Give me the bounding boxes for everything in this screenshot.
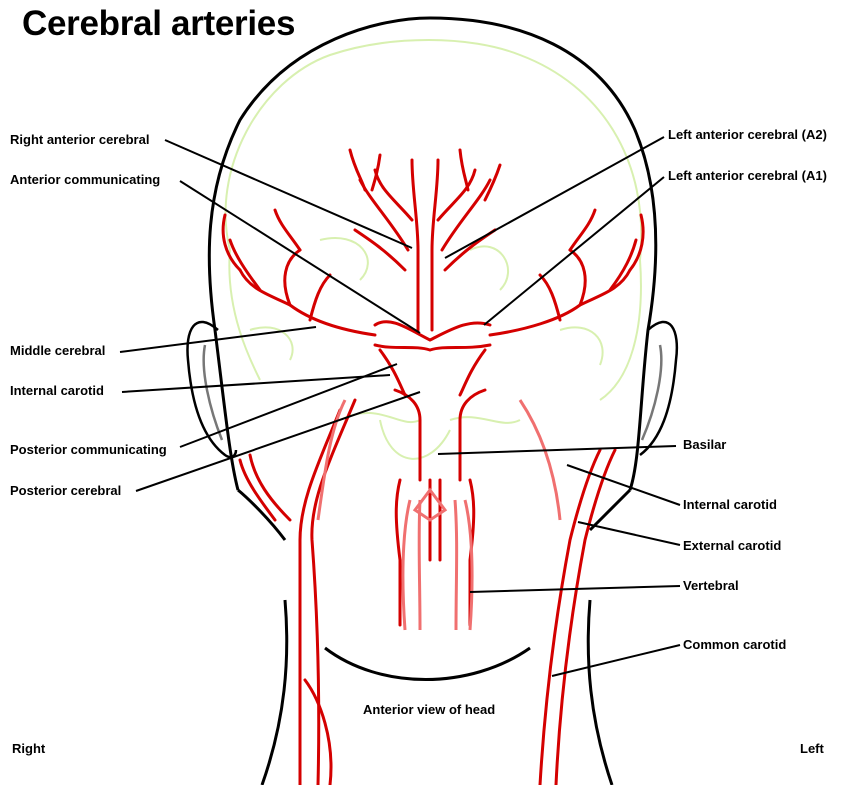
- label-external-carotid: External carotid: [683, 538, 781, 553]
- label-basilar: Basilar: [683, 437, 726, 452]
- label-internal-carotid-right: Internal carotid: [10, 383, 104, 398]
- label-left-anterior-cerebral-a1: Left anterior cerebral (A1): [668, 168, 827, 183]
- label-posterior-communicating: Posterior communicating: [10, 442, 167, 457]
- label-internal-carotid-left: Internal carotid: [683, 497, 777, 512]
- head-outline: [209, 18, 656, 785]
- arteries-light: [318, 400, 560, 630]
- label-middle-cerebral: Middle cerebral: [10, 343, 105, 358]
- label-posterior-cerebral: Posterior cerebral: [10, 483, 121, 498]
- label-right-anterior-cerebral: Right anterior cerebral: [10, 132, 149, 147]
- label-anterior-communicating: Anterior communicating: [10, 172, 160, 187]
- label-left-anterior-cerebral-a2: Left anterior cerebral (A2): [668, 127, 827, 142]
- side-label-right: Right: [12, 741, 45, 756]
- label-vertebral: Vertebral: [683, 578, 739, 593]
- side-label-left: Left: [800, 741, 824, 756]
- label-common-carotid: Common carotid: [683, 637, 786, 652]
- ear-inner: [204, 345, 662, 440]
- caption-anterior-view: Anterior view of head: [363, 702, 495, 717]
- ears: [187, 322, 676, 457]
